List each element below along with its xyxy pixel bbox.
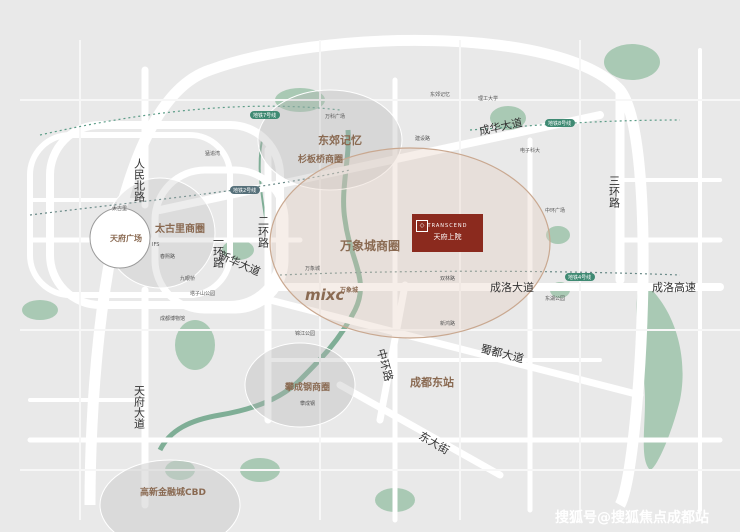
circle-panchenggang [244,342,356,428]
metro-tag-8-bg [545,119,575,127]
park-river-east [636,280,683,470]
poi-label: 猛追湾 [205,150,220,157]
project-name-en: TRANSCEND [427,223,468,229]
label-panchenggang: 攀成钢商圈 [284,381,330,393]
poi-label: 东湖公园 [545,295,565,302]
metro-tag-8: 地铁8号线 [548,120,571,127]
park-tower [546,226,570,244]
metro-tag-7: 地铁7号线 [253,112,276,119]
metro-tag-2: 地铁2号线 [233,187,256,194]
park-southwest [175,320,215,370]
park-west [22,300,58,320]
metro-tag-4: 地铁4号线 [568,274,591,281]
poi-label: 双林路 [440,275,455,282]
chenghua-road [156,111,604,214]
poi-label: 理工大学 [478,95,498,102]
poi-labels: 东郊记忆 理工大学 建设路 万科广场 猛追湾 电子科大 太古里 IFS 春熙路 … [112,91,565,407]
road-chengluo: 成洛大道 [490,280,534,294]
road-renmin-north: 人民北路 [133,158,146,203]
label-gaoxin-cbd: 高新金融城CBD [140,486,206,498]
river [157,129,363,452]
label-chengdu-east: 成都东站 [410,375,454,389]
ring-2 [46,121,284,309]
circle-tianfu-square [89,207,151,269]
poi-label: 九眼桥 [180,275,195,282]
project-logo-icon: ◇ [416,220,428,232]
metro-line-4 [279,270,681,276]
circle-wanxiang [269,147,551,339]
poi-label: 锦江公园 [295,330,315,337]
watermark: 搜狐号@搜狐焦点成都站 [555,509,709,526]
circle-gaoxin [99,459,241,532]
metro-tag-7-bg [250,111,280,119]
poi-label: 塔子山公园 [190,290,215,297]
road-dongda: 东大街 [417,428,453,457]
metro-tags: 地铁7号线 地铁8号线 地铁2号线 地铁4号线 [230,111,595,281]
road-chengluo-express: 成洛高速 [652,280,696,294]
poi-label: IFS [152,242,159,248]
park-east [490,106,526,130]
poi-label: 攀成钢 [300,400,315,407]
label-shanbanqiao: 杉板桥商圈 [298,153,343,165]
park-northeast [604,44,660,80]
road-yihuan: 一环路 [212,235,225,269]
road-tianfu: 天府大道 [133,385,146,429]
poi-label: 万科广场 [325,113,345,120]
label-mixc-cn: 万象城 [339,286,358,294]
project-marker[interactable]: ◇ TRANSCEND 天府上院 [412,214,483,252]
metro-line-2 [29,169,351,216]
poi-label: 万象城 [305,265,320,272]
label-tianfu-square: 天府广场 [110,233,142,243]
poi-label: 建设路 [415,135,430,142]
poi-label: 太古里 [112,205,127,212]
label-dongjiao: 东郊记忆 [318,133,362,147]
poi-label: 成都博物馆 [160,315,185,322]
road-sanhuan: 三环路 [608,175,621,209]
circle-dongjiao [257,89,403,191]
label-mixc: mixc [305,286,344,304]
road-erhuan: 二环路 [257,215,270,249]
main-roads [27,48,724,523]
label-taiguli: 太古里商圈 [154,222,205,235]
district-circles [89,89,551,532]
poi-label: 新鸿路 [440,320,455,327]
district-labels: 东郊记忆 杉板桥商圈 太古里商圈 天府广场 万象城商圈 mixc 万象城 攀成钢… [110,133,454,498]
metro-tag-2-bg [230,186,260,194]
poi-label: 东郊记忆 [430,91,450,98]
poi-label: 春熙路 [160,253,175,260]
metro-tag-4-bg [565,273,595,281]
poi-label: 中环广场 [545,207,565,214]
project-name-cn: 天府上院 [433,233,462,241]
metro-line-7 [39,105,341,136]
dongda-road [336,381,504,479]
poi-label: 电子科大 [520,147,540,154]
label-wanxiangcheng: 万象城商圈 [339,238,400,253]
shuxin-road [266,296,644,399]
